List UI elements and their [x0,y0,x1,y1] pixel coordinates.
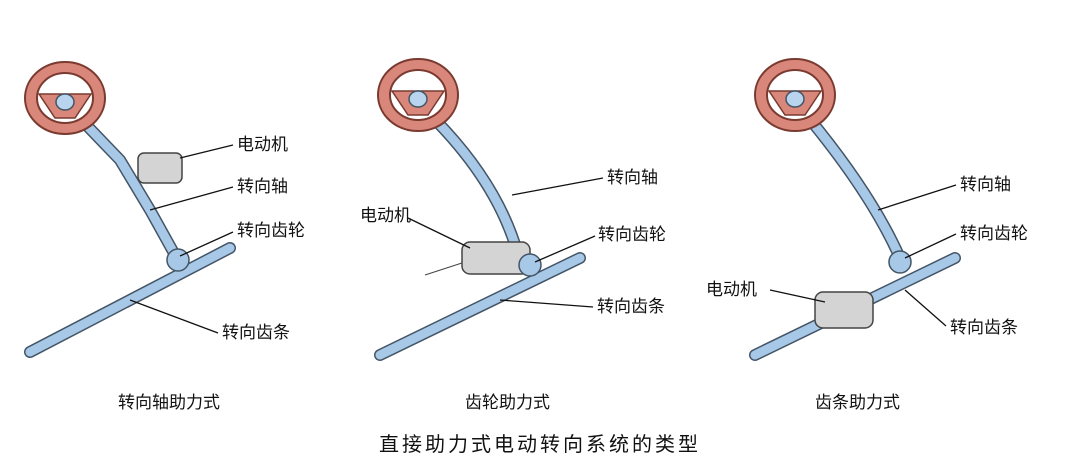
label-motor: 电动机 [706,280,757,300]
label-shaft: 转向轴 [960,175,1011,195]
label-gear: 转向齿轮 [960,224,1028,244]
steering-wheel-icon [377,58,459,132]
label-rack: 转向齿条 [597,297,665,317]
label-gear: 转向齿轮 [598,225,666,245]
label-shaft: 转向轴 [237,177,288,197]
label-motor: 电动机 [360,206,411,226]
label-shaft: 转向轴 [607,168,658,188]
steering-wheel-icon [754,58,836,132]
label-gear: 转向齿轮 [237,221,305,241]
label-rack: 转向齿条 [222,323,290,343]
caption-panel-3: 齿条助力式 [815,393,900,413]
label-rack: 转向齿条 [950,318,1018,338]
panel-1-illustration [24,61,236,358]
leader-lines [129,144,957,334]
caption-panel-1: 转向轴助力式 [118,393,220,413]
steering-wheel-icon [24,61,106,135]
caption-panel-2: 齿轮助力式 [465,393,550,413]
panel-3-illustration [749,58,961,361]
label-motor: 电动机 [237,135,288,155]
panel-2-illustration [374,58,586,361]
diagram-title: 直接助力式电动转向系统的类型 [379,432,701,456]
